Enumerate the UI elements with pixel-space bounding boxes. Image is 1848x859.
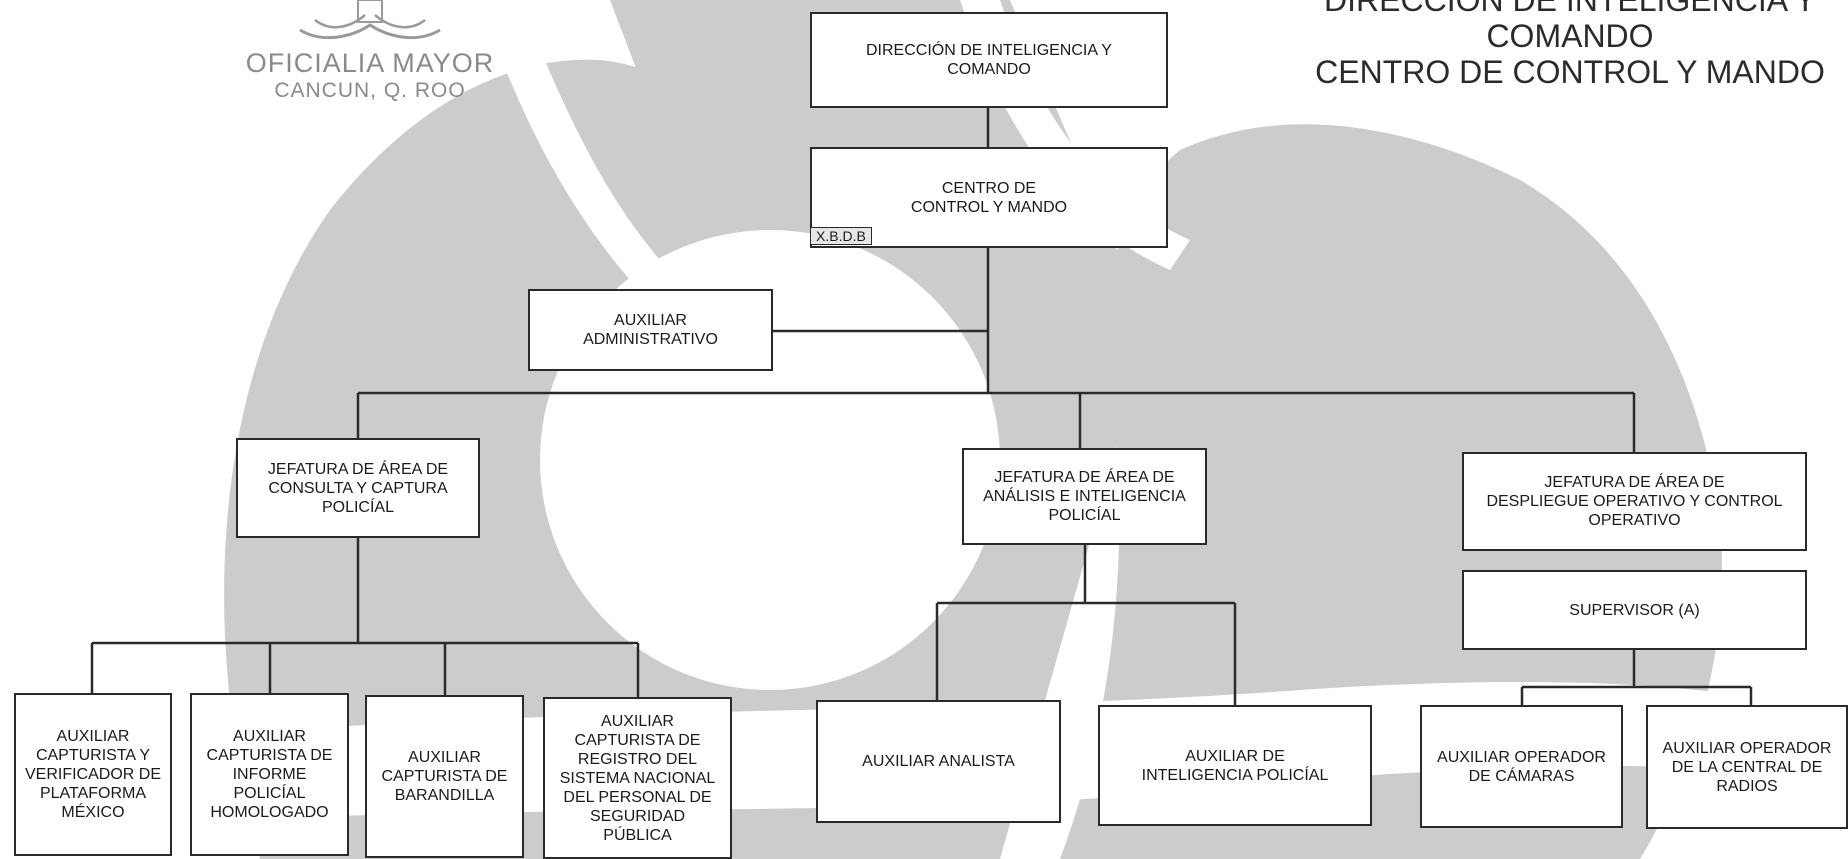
- node-centro-control: CENTRO DE CONTROL Y MANDO: [810, 147, 1168, 248]
- page-title: DIRECCIÓN DE INTELIGENCIA Y COMANDO CENT…: [1315, 0, 1825, 90]
- node-label: CENTRO DE CONTROL Y MANDO: [910, 179, 1068, 216]
- node-label: DIRECCIÓN DE INTELIGENCIA Y COMANDO: [866, 42, 1112, 78]
- node-label: AUXILIAR ANALISTA: [862, 753, 1015, 770]
- node-label: AUXILIAR OPERADOR DE CÁMARAS: [1437, 748, 1606, 785]
- node-label: AUXILIAR CAPTURISTA Y VERIFICADOR DE PLA…: [24, 728, 161, 821]
- official-seal: OFICIALIA MAYOR CANCUN, Q. ROO: [220, 0, 520, 104]
- seal-emblem-icon: [299, 0, 441, 40]
- node-auxiliar-operador-camaras: AUXILIAR OPERADOR DE CÁMARAS: [1420, 705, 1623, 828]
- node-auxiliar-operador-radios: AUXILIAR OPERADOR DE LA CENTRAL DE RADIO…: [1646, 705, 1848, 829]
- node-auxiliar-administrativo: AUXILIAR ADMINISTRATIVO: [528, 289, 773, 371]
- node-auxiliar-informe-policial: AUXILIAR CAPTURISTA DE INFORME POLICÍAL …: [190, 693, 349, 856]
- seal-line-2: CANCUN, Q. ROO: [274, 79, 466, 102]
- node-auxiliar-inteligencia-policial: AUXILIAR DE INTELIGENCIA POLICÍAL: [1098, 705, 1372, 826]
- node-auxiliar-barandilla: AUXILIAR CAPTURISTA DE BARANDILLA: [365, 695, 524, 858]
- node-label: SUPERVISOR (A): [1569, 601, 1700, 619]
- node-label: AUXILIAR CAPTURISTA DE REGISTRO DEL SIST…: [559, 712, 716, 844]
- node-auxiliar-plataforma-mexico: AUXILIAR CAPTURISTA Y VERIFICADOR DE PLA…: [14, 693, 172, 856]
- node-tag-xbdb: X.B.D.B: [810, 227, 872, 245]
- bg-stroke-2: [480, 0, 660, 280]
- node-label: AUXILIAR OPERADOR DE LA CENTRAL DE RADIO…: [1662, 739, 1832, 795]
- seal-line-1: OFICIALIA MAYOR: [245, 48, 495, 78]
- node-label: JEFATURA DE ÁREA DE DESPLIEGUE OPERATIVO…: [1486, 474, 1783, 529]
- node-supervisor: SUPERVISOR (A): [1462, 570, 1807, 650]
- node-jefatura-despliegue: JEFATURA DE ÁREA DE DESPLIEGUE OPERATIVO…: [1462, 452, 1807, 551]
- node-label: AUXILIAR ADMINISTRATIVO: [583, 312, 718, 348]
- node-label: AUXILIAR CAPTURISTA DE BARANDILLA: [381, 749, 508, 804]
- bg-leaf-right: [1060, 124, 1722, 859]
- node-label: AUXILIAR DE INTELIGENCIA POLICÍAL: [1141, 747, 1329, 784]
- node-direccion-inteligencia: DIRECCIÓN DE INTELIGENCIA Y COMANDO: [810, 12, 1168, 108]
- node-jefatura-analisis: JEFATURA DE ÁREA DE ANÁLISIS E INTELIGEN…: [962, 448, 1207, 545]
- node-auxiliar-registro-nacional: AUXILIAR CAPTURISTA DE REGISTRO DEL SIST…: [543, 697, 732, 859]
- node-label: JEFATURA DE ÁREA DE ANÁLISIS E INTELIGEN…: [983, 469, 1186, 524]
- node-jefatura-consulta: JEFATURA DE ÁREA DE CONSULTA Y CAPTURA P…: [236, 438, 480, 538]
- node-auxiliar-analista: AUXILIAR ANALISTA: [816, 700, 1061, 823]
- node-label: AUXILIAR CAPTURISTA DE INFORME POLICÍAL …: [206, 728, 333, 821]
- node-label: JEFATURA DE ÁREA DE CONSULTA Y CAPTURA P…: [267, 460, 449, 516]
